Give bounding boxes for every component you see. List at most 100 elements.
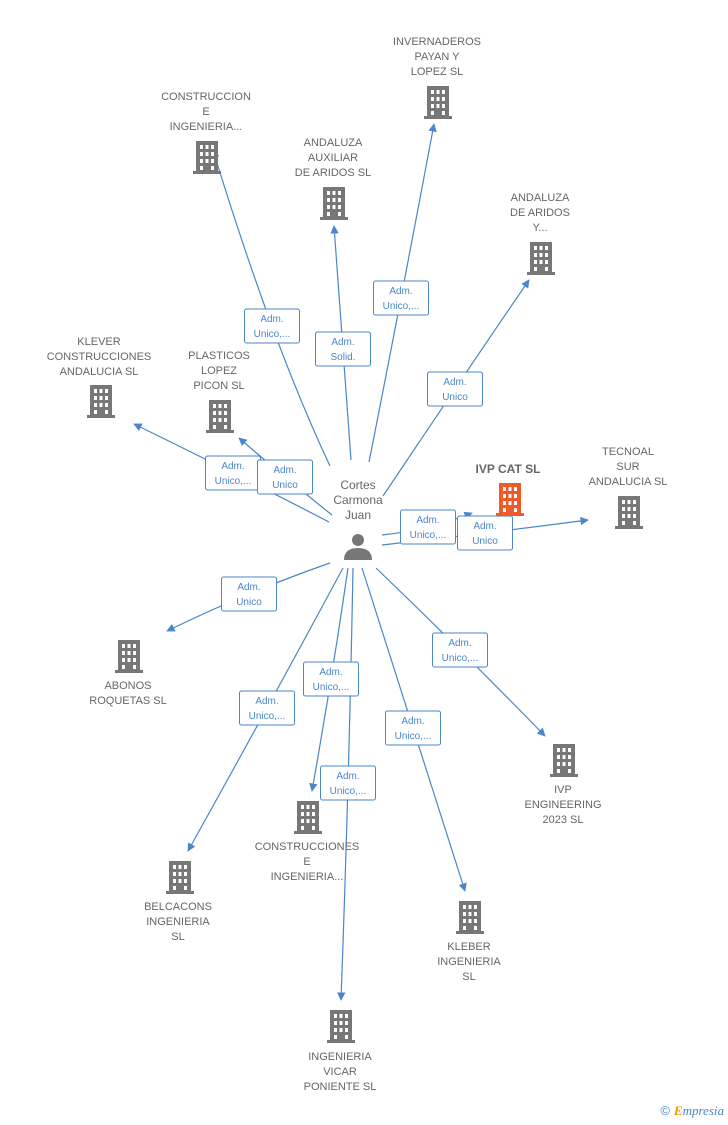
building-icon [320, 187, 348, 220]
edge-role-label[interactable]: Adm.Unico [457, 515, 513, 551]
company-name-line: ANDALUZA [511, 192, 570, 204]
building-icon [327, 1010, 355, 1043]
edge-role-text: Adm. [255, 696, 278, 707]
edge-role-text: Unico,... [410, 530, 447, 541]
company-name-line: INGENIERIA... [271, 871, 344, 883]
company-node-kleber[interactable]: KLEBER INGENIERIA SL [437, 901, 501, 983]
edge-role-box [373, 280, 429, 316]
brand-initial: E [673, 1103, 683, 1118]
edge-role-label[interactable]: Adm.Unico,... [320, 765, 376, 801]
company-name-line: INGENIERIA [308, 1051, 372, 1063]
edge-role-label[interactable]: Adm.Unico,... [303, 661, 359, 697]
edge-role-label[interactable]: Adm. Unico,... [239, 690, 295, 726]
company-name-line: IVP [554, 784, 572, 796]
edge-role-box [244, 308, 300, 344]
building-icon [87, 385, 115, 418]
building-icon [115, 640, 143, 673]
edge-role-label[interactable]: Adm. Unico,... [205, 455, 261, 491]
company-name-line: E [202, 106, 209, 118]
company-name-line: INGENIERIA [437, 956, 501, 968]
building-icon [424, 86, 452, 119]
person-icon-body [344, 548, 372, 560]
edge-role-text: Unico,... [383, 301, 420, 312]
building-icon [193, 141, 221, 174]
company-name-line: E [303, 856, 310, 868]
company-node-ivp-cat[interactable]: IVP CAT SL [476, 462, 541, 516]
company-name-line: PLASTICOS [188, 350, 250, 362]
copyright-icon: © [660, 1103, 670, 1118]
edge-role-label[interactable]: Adm.Unico,... [385, 710, 441, 746]
edge-role-text: Adm. [237, 582, 260, 593]
company-name-line: LOPEZ [201, 365, 237, 377]
edge-role-text: Adm. [443, 377, 466, 388]
company-name-line: PAYAN Y [414, 51, 460, 63]
edge-role-label[interactable]: Adm. Unico [427, 371, 483, 407]
company-name-line: DE ARIDOS SL [295, 167, 371, 179]
edge-role-box [457, 515, 513, 551]
person-name-line: Juan [345, 508, 371, 522]
building-icon [206, 400, 234, 433]
company-name-line: INGENIERIA [146, 916, 210, 928]
company-node-andaluza-auxiliar[interactable]: ANDALUZA AUXILIAR DE ARIDOS SL [295, 137, 371, 220]
edge-role-label[interactable]: Adm.Solid. [315, 331, 371, 367]
building-icon [496, 483, 524, 516]
company-name-line: VICAR [323, 1066, 357, 1078]
edge-role-text: Solid. [330, 352, 355, 363]
company-name-line: IVP CAT SL [476, 462, 541, 476]
edges-layer [133, 123, 589, 1001]
edge-role-text: Adm. [221, 461, 244, 472]
edge-role-box [315, 331, 371, 367]
company-name-line: TECNOAL [602, 446, 654, 458]
empresia-brand[interactable]: ©Empresia [660, 1103, 724, 1119]
company-name-line: Y... [532, 222, 547, 234]
edge-role-box [427, 371, 483, 407]
building-icon [527, 242, 555, 275]
company-node-construccion-top[interactable]: CONSTRUCCIONEINGENIERIA... [161, 91, 251, 174]
company-name-line: SL [462, 971, 475, 983]
edge-role-text: Adm. [416, 515, 439, 526]
brand-name: mpresia [682, 1103, 724, 1118]
edge-role-label[interactable]: Adm.Unico,... [432, 632, 488, 668]
company-node-construcciones-bottom[interactable]: CONSTRUCCIONES E INGENIERIA... [255, 801, 360, 883]
edge-role-text: Adm. [401, 716, 424, 727]
edge-role-text: Unico [472, 536, 498, 547]
company-name-line: KLEBER [447, 941, 490, 953]
edge-role-text: Unico,... [215, 476, 252, 487]
edge-role-text: Unico,... [313, 682, 350, 693]
person-icon [344, 534, 372, 560]
company-name-line: ANDALUZA [304, 137, 363, 149]
edge-role-label[interactable]: Adm.Unico [257, 459, 313, 495]
edge-role-box [257, 459, 313, 495]
edge-role-box [320, 765, 376, 801]
edge-role-label[interactable]: Adm.Unico,... [244, 308, 300, 344]
edge-role-text: Adm. [448, 638, 471, 649]
edge-role-box [239, 690, 295, 726]
company-name-line: ANDALUCIA SL [60, 366, 139, 378]
company-node-belcacons[interactable]: BELCACONS INGENIERIA SL [144, 861, 212, 943]
company-name-line: BELCACONS [144, 901, 212, 913]
edge-role-text: Unico [442, 392, 468, 403]
company-name-line: ENGINEERING [524, 799, 601, 811]
company-name-line: AUXILIAR [308, 152, 358, 164]
company-name-line: SL [171, 931, 184, 943]
edge-role-label[interactable]: Adm.Unico [221, 576, 277, 612]
edge-role-text: Adm. [389, 286, 412, 297]
edge-role-label[interactable]: Adm. Unico,... [373, 280, 429, 316]
edge-role-text: Unico,... [249, 711, 286, 722]
company-name-line: CONSTRUCCIONES [255, 841, 360, 853]
edge-role-text: Adm. [336, 771, 359, 782]
company-name-line: ANDALUCIA SL [589, 476, 668, 488]
edge-role-box [385, 710, 441, 746]
edge-role-text: Adm. [273, 465, 296, 476]
edge-role-label[interactable]: Adm. Unico,... [400, 509, 456, 545]
